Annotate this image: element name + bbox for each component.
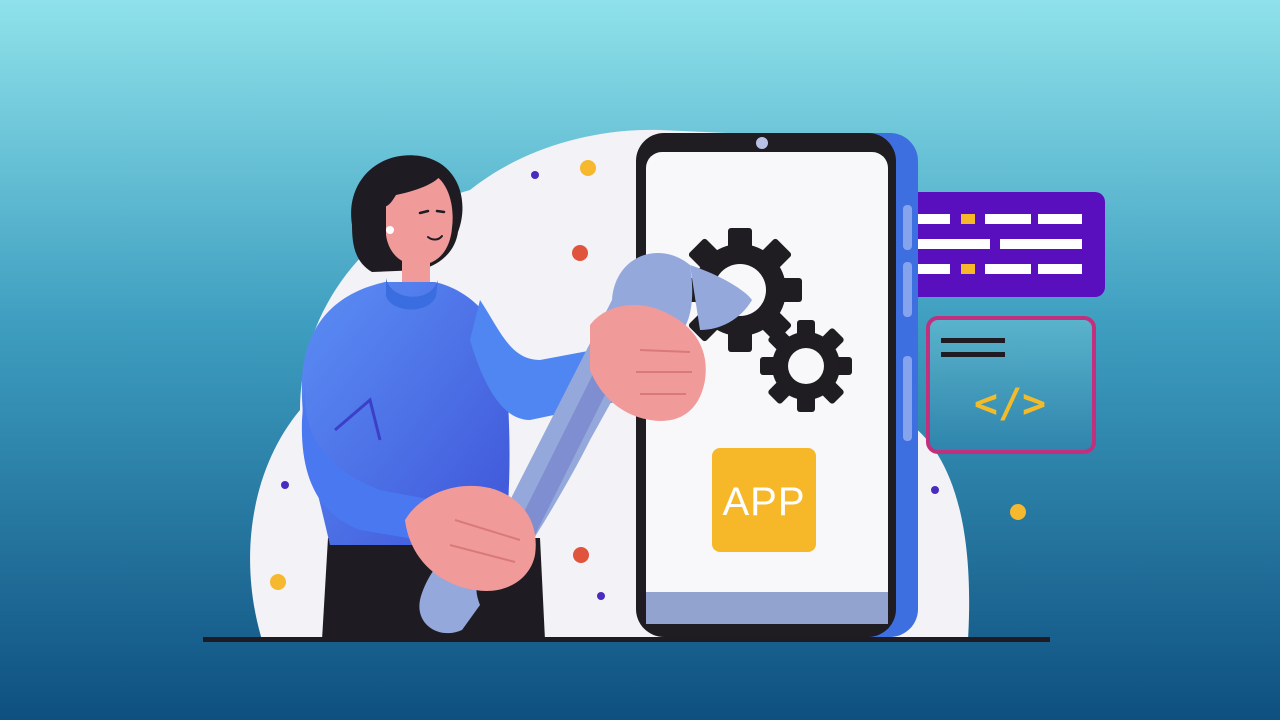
app-tile-label: APP — [722, 480, 805, 524]
face — [386, 170, 453, 266]
confetti-dots — [270, 160, 1026, 600]
dot-violet-icon — [281, 481, 289, 489]
dot-yellow-icon — [580, 160, 596, 176]
phone-side-button — [903, 205, 912, 250]
earring — [386, 226, 394, 234]
phone-side-button — [903, 262, 912, 317]
lower-hand — [405, 485, 536, 591]
code-lines-panel — [900, 192, 1105, 297]
dot-violet-icon — [597, 592, 605, 600]
code-symbol-icon: </> — [974, 381, 1046, 427]
upper-hand — [590, 305, 706, 421]
dot-violet-icon — [931, 486, 939, 494]
dot-violet-icon — [531, 171, 539, 179]
dot-yellow-icon — [270, 574, 286, 590]
ground-line — [203, 637, 1050, 642]
dot-red-icon — [573, 547, 589, 563]
phone-camera-icon — [756, 137, 768, 149]
dot-red-icon — [572, 245, 588, 261]
code-window: </> — [926, 316, 1096, 454]
gear-small-icon — [760, 320, 852, 412]
app-tile — [712, 448, 816, 552]
hands — [405, 305, 706, 591]
phone-side-button — [903, 356, 912, 441]
dot-yellow-icon — [1010, 504, 1026, 520]
